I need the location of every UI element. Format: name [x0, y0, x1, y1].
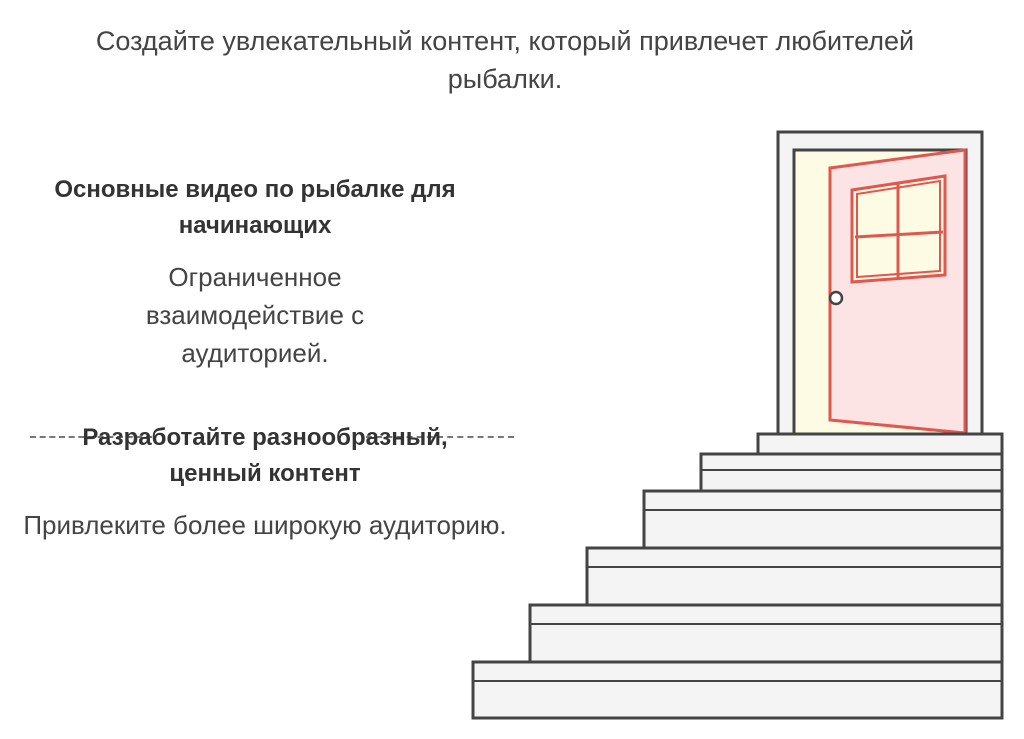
divider-line-left [30, 436, 152, 438]
option-heading: Основные видео по рыбалке для начинающих [54, 176, 456, 239]
option-description: Привлеките более широкую аудиторию. [23, 510, 507, 540]
staircase-icon [471, 432, 1004, 720]
option-heading: Разработайте разнообразный, ценный конте… [82, 424, 448, 487]
option-diverse-content: Разработайте разнообразный, ценный конте… [20, 420, 510, 544]
open-door-icon [776, 130, 984, 440]
diagram-title: Создайте увлекательный контент, который … [95, 26, 915, 94]
option-basic-videos: Основные видео по рыбалке для начинающих… [20, 172, 490, 372]
door-knob [828, 290, 844, 306]
option-description: Ограниченное взаимодействие с аудиторией… [145, 262, 365, 368]
staircase-door-illustration [471, 130, 1004, 720]
divider-line-right [366, 436, 514, 438]
